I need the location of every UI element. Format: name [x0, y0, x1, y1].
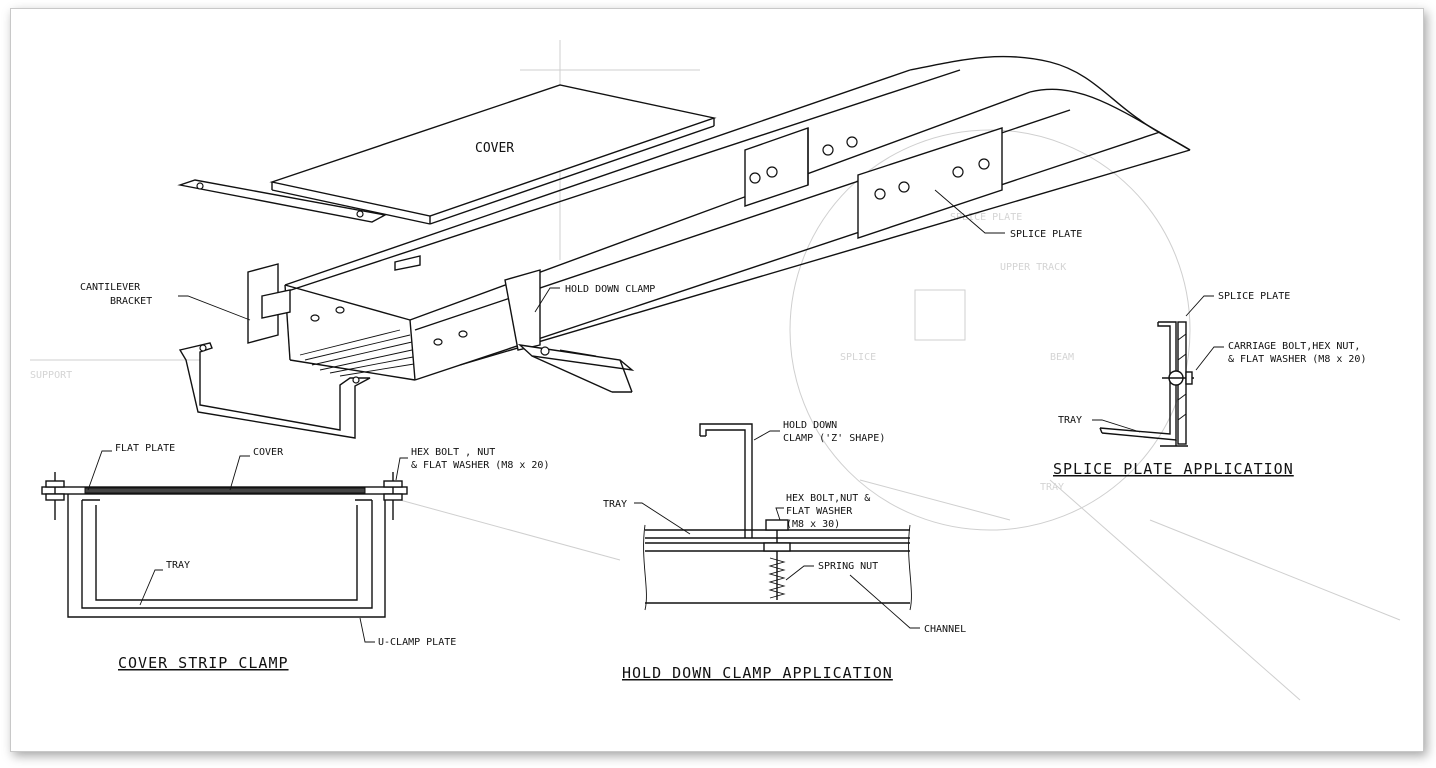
splice-plate-far — [744, 127, 809, 207]
label-cover-iso: COVER — [475, 141, 514, 156]
label-cantilever-1: CANTILEVER — [80, 282, 141, 293]
cover-strip-clamp-section — [41, 450, 408, 643]
svg-text:TRAY: TRAY — [1040, 482, 1064, 493]
hold-down-clamp-labels: HOLD DOWN CLAMP ('Z' SHAPE) TRAY HEX BOL… — [603, 420, 966, 682]
label-splice-plate-section: SPLICE PLATE — [1218, 291, 1290, 302]
title-splice-plate-application: SPLICE PLATE APPLICATION — [1053, 460, 1294, 478]
perforated-slots — [299, 329, 415, 377]
hex-bolt-left — [45, 472, 65, 520]
flat-strip — [177, 179, 388, 223]
title-cover-strip-clamp: COVER STRIP CLAMP — [118, 654, 289, 672]
break-line-inner — [1029, 88, 1191, 151]
splice-plate-section — [1092, 295, 1224, 447]
label-spring-nut: SPRING NUT — [818, 561, 878, 572]
hex-bolt-right — [383, 472, 403, 520]
label-hex-bolt-hold-2: FLAT WASHER — [786, 506, 853, 517]
label-carriage-bolt-1: CARRIAGE BOLT,HEX NUT, — [1228, 341, 1360, 352]
svg-text:SUPPORT: SUPPORT — [30, 370, 72, 381]
label-hold-down-clamp: HOLD DOWN CLAMP — [565, 284, 655, 295]
label-hold-down-1: HOLD DOWN — [783, 420, 837, 431]
isometric-assembly: COVER — [177, 55, 1191, 439]
title-hold-down-clamp-application: HOLD DOWN CLAMP APPLICATION — [622, 664, 893, 682]
svg-text:SPLICE PLATE: SPLICE PLATE — [950, 212, 1022, 223]
label-hex-bolt-hold-1: HEX BOLT,NUT & — [786, 493, 870, 504]
label-tray-hold: TRAY — [603, 499, 627, 510]
label-channel: CHANNEL — [924, 624, 966, 635]
cover-section — [84, 487, 366, 494]
svg-text:BEAM: BEAM — [1050, 352, 1074, 363]
label-cover-section: COVER — [253, 447, 284, 458]
label-hex-bolt-2: & FLAT WASHER (M8 x 20) — [411, 460, 549, 471]
label-splice-plate-iso: SPLICE PLATE — [1010, 229, 1082, 240]
label-hold-down-2: CLAMP ('Z' SHAPE) — [783, 433, 885, 444]
isometric-labels: CANTILEVER BRACKET HOLD DOWN CLAMP SPLIC… — [80, 189, 1082, 321]
hold-down-clamp-section — [634, 423, 920, 629]
label-hex-bolt-1: HEX BOLT , NUT — [411, 447, 495, 458]
cover-strip-clamp-labels: FLAT PLATE COVER HEX BOLT , NUT & FLAT W… — [115, 443, 549, 672]
label-cantilever-2: BRACKET — [110, 296, 152, 307]
label-hex-bolt-hold-3: (M8 x 30) — [786, 519, 840, 530]
label-tray-splice: TRAY — [1058, 415, 1082, 426]
label-carriage-bolt-2: & FLAT WASHER (M8 x 20) — [1228, 354, 1366, 365]
label-u-clamp-plate: U-CLAMP PLATE — [378, 637, 456, 648]
splice-plate-near — [857, 127, 1003, 239]
splice-plate-labels: SPLICE PLATE CARRIAGE BOLT,HEX NUT, & FL… — [1053, 291, 1366, 478]
hold-down-clamp-block — [504, 269, 541, 351]
label-flat-plate: FLAT PLATE — [115, 443, 175, 454]
svg-text:SPLICE: SPLICE — [840, 352, 876, 363]
svg-text:UPPER TRACK: UPPER TRACK — [1000, 262, 1066, 273]
label-tray-section: TRAY — [166, 560, 190, 571]
background-ghost-lines: UPPER TRACK SPLICE PLATE SPLICE BEAM SUP… — [30, 40, 1401, 701]
u-clamp-plate-iso — [178, 342, 371, 439]
